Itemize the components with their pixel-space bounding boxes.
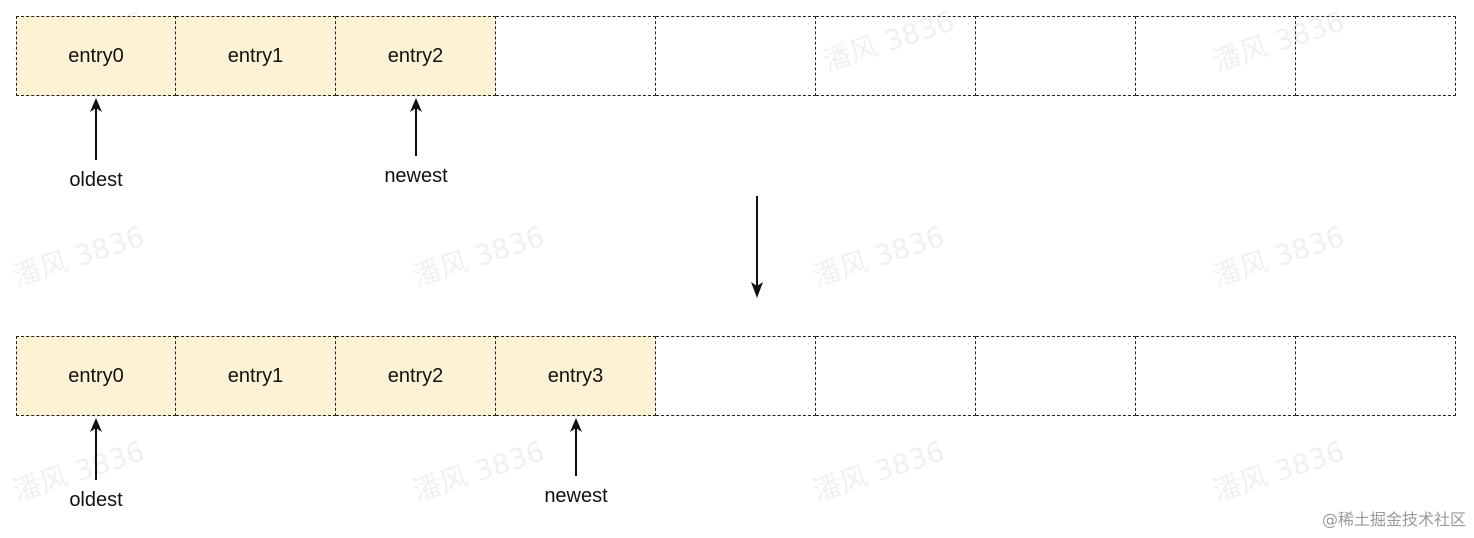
up-arrow-icon — [90, 98, 102, 160]
watermark: 潘风 3836 — [808, 434, 949, 509]
oldest-label: oldest — [69, 489, 123, 511]
buffer-slot-2: entry2 — [336, 336, 496, 416]
watermark: 潘风 3836 — [8, 219, 149, 294]
newest-pointer-before: newest — [356, 98, 476, 188]
buffer-row-before: entry0 entry1 entry2 — [16, 16, 1456, 96]
buffer-slot-5 — [816, 16, 976, 96]
buffer-slot-4 — [656, 16, 816, 96]
up-arrow-icon — [410, 98, 422, 156]
buffer-slot-0: entry0 — [16, 16, 176, 96]
watermark: 潘风 3836 — [1208, 219, 1349, 294]
oldest-label: oldest — [69, 169, 123, 191]
watermark: 潘风 3836 — [1208, 434, 1349, 509]
up-arrow-icon — [90, 418, 102, 480]
buffer-slot-1: entry1 — [176, 16, 336, 96]
watermark: 潘风 3836 — [808, 219, 949, 294]
oldest-pointer-after: oldest — [36, 418, 156, 512]
buffer-slot-3: entry3 — [496, 336, 656, 416]
source-credit: @稀土掘金技术社区 — [1321, 510, 1466, 529]
up-arrow-icon — [570, 418, 582, 476]
buffer-row-after: entry0 entry1 entry2 entry3 — [16, 336, 1456, 416]
oldest-pointer-before: oldest — [36, 98, 156, 192]
buffer-slot-7 — [1136, 16, 1296, 96]
buffer-slot-8 — [1296, 16, 1456, 96]
buffer-slot-1: entry1 — [176, 336, 336, 416]
newest-label: newest — [544, 485, 608, 507]
buffer-slot-0: entry0 — [16, 336, 176, 416]
buffer-slot-6 — [976, 16, 1136, 96]
buffer-slot-3 — [496, 16, 656, 96]
newest-label: newest — [384, 165, 448, 187]
watermark: 潘风 3836 — [408, 219, 549, 294]
buffer-slot-2: entry2 — [336, 16, 496, 96]
buffer-slot-6 — [976, 336, 1136, 416]
buffer-slot-5 — [816, 336, 976, 416]
buffer-slot-8 — [1296, 336, 1456, 416]
newest-pointer-after: newest — [516, 418, 636, 508]
transition-down-arrow-icon — [751, 196, 763, 298]
buffer-slot-4 — [656, 336, 816, 416]
buffer-slot-7 — [1136, 336, 1296, 416]
